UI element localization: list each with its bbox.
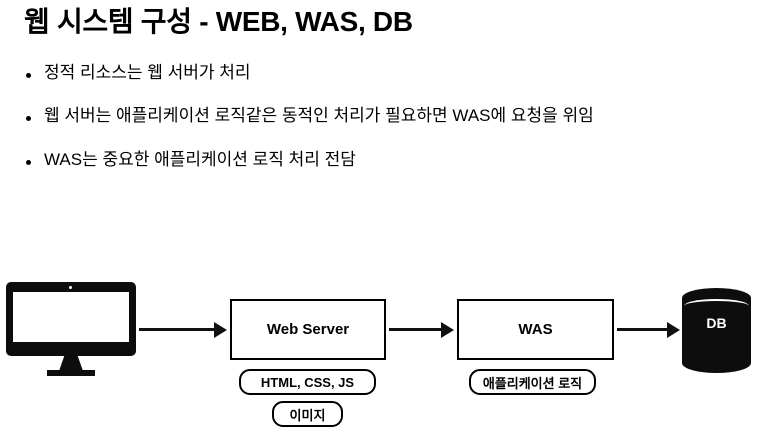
arrow-line <box>617 328 668 331</box>
arrow-was-to-db <box>617 322 680 338</box>
db-label: DB <box>706 315 727 331</box>
arrow-web-server-to-was <box>389 322 454 338</box>
node-web-server: Web Server <box>230 299 386 360</box>
bullet-text: 웹 서버는 애플리케이션 로직같은 동적인 처리가 필요하면 WAS에 요청을 … <box>44 106 594 126</box>
arrow-line <box>139 328 215 331</box>
bullet-list: 정적 리소스는 웹 서버가 처리 웹 서버는 애플리케이션 로직같은 동적인 처… <box>26 62 766 192</box>
pill-application-logic: 애플리케이션 로직 <box>469 369 596 395</box>
monitor-camera-icon <box>69 286 72 289</box>
arrow-client-to-web-server <box>139 322 227 338</box>
arrow-head-icon <box>441 322 454 338</box>
bullet-text: 정적 리소스는 웹 서버가 처리 <box>44 63 251 82</box>
arrow-head-icon <box>214 322 227 338</box>
list-item: 정적 리소스는 웹 서버가 처리 <box>26 62 766 83</box>
monitor-icon <box>6 282 136 376</box>
bullet-dot-icon <box>26 159 31 165</box>
arrow-head-icon <box>667 322 680 338</box>
node-was: WAS <box>457 299 614 360</box>
arrow-line <box>389 328 442 331</box>
bullet-dot-icon <box>26 73 31 78</box>
list-item: WAS는 중요한 애플리케이션 로직 처리 전담 <box>26 149 766 170</box>
pill-html-css-js: HTML, CSS, JS <box>239 369 376 395</box>
db-top-edge <box>684 299 749 313</box>
list-item: 웹 서버는 애플리케이션 로직같은 동적인 처리가 필요하면 WAS에 요청을 … <box>26 105 766 126</box>
database-icon: DB <box>682 288 751 373</box>
monitor-stand-base <box>47 370 95 376</box>
page-title: 웹 시스템 구성 - WEB, WAS, DB <box>24 6 413 37</box>
bullet-dot-icon <box>26 116 31 122</box>
monitor-screen <box>13 292 129 342</box>
monitor-stand-neck <box>59 356 83 371</box>
pill-image: 이미지 <box>272 401 343 427</box>
bullet-text: WAS는 중요한 애플리케이션 로직 처리 전담 <box>44 149 356 169</box>
